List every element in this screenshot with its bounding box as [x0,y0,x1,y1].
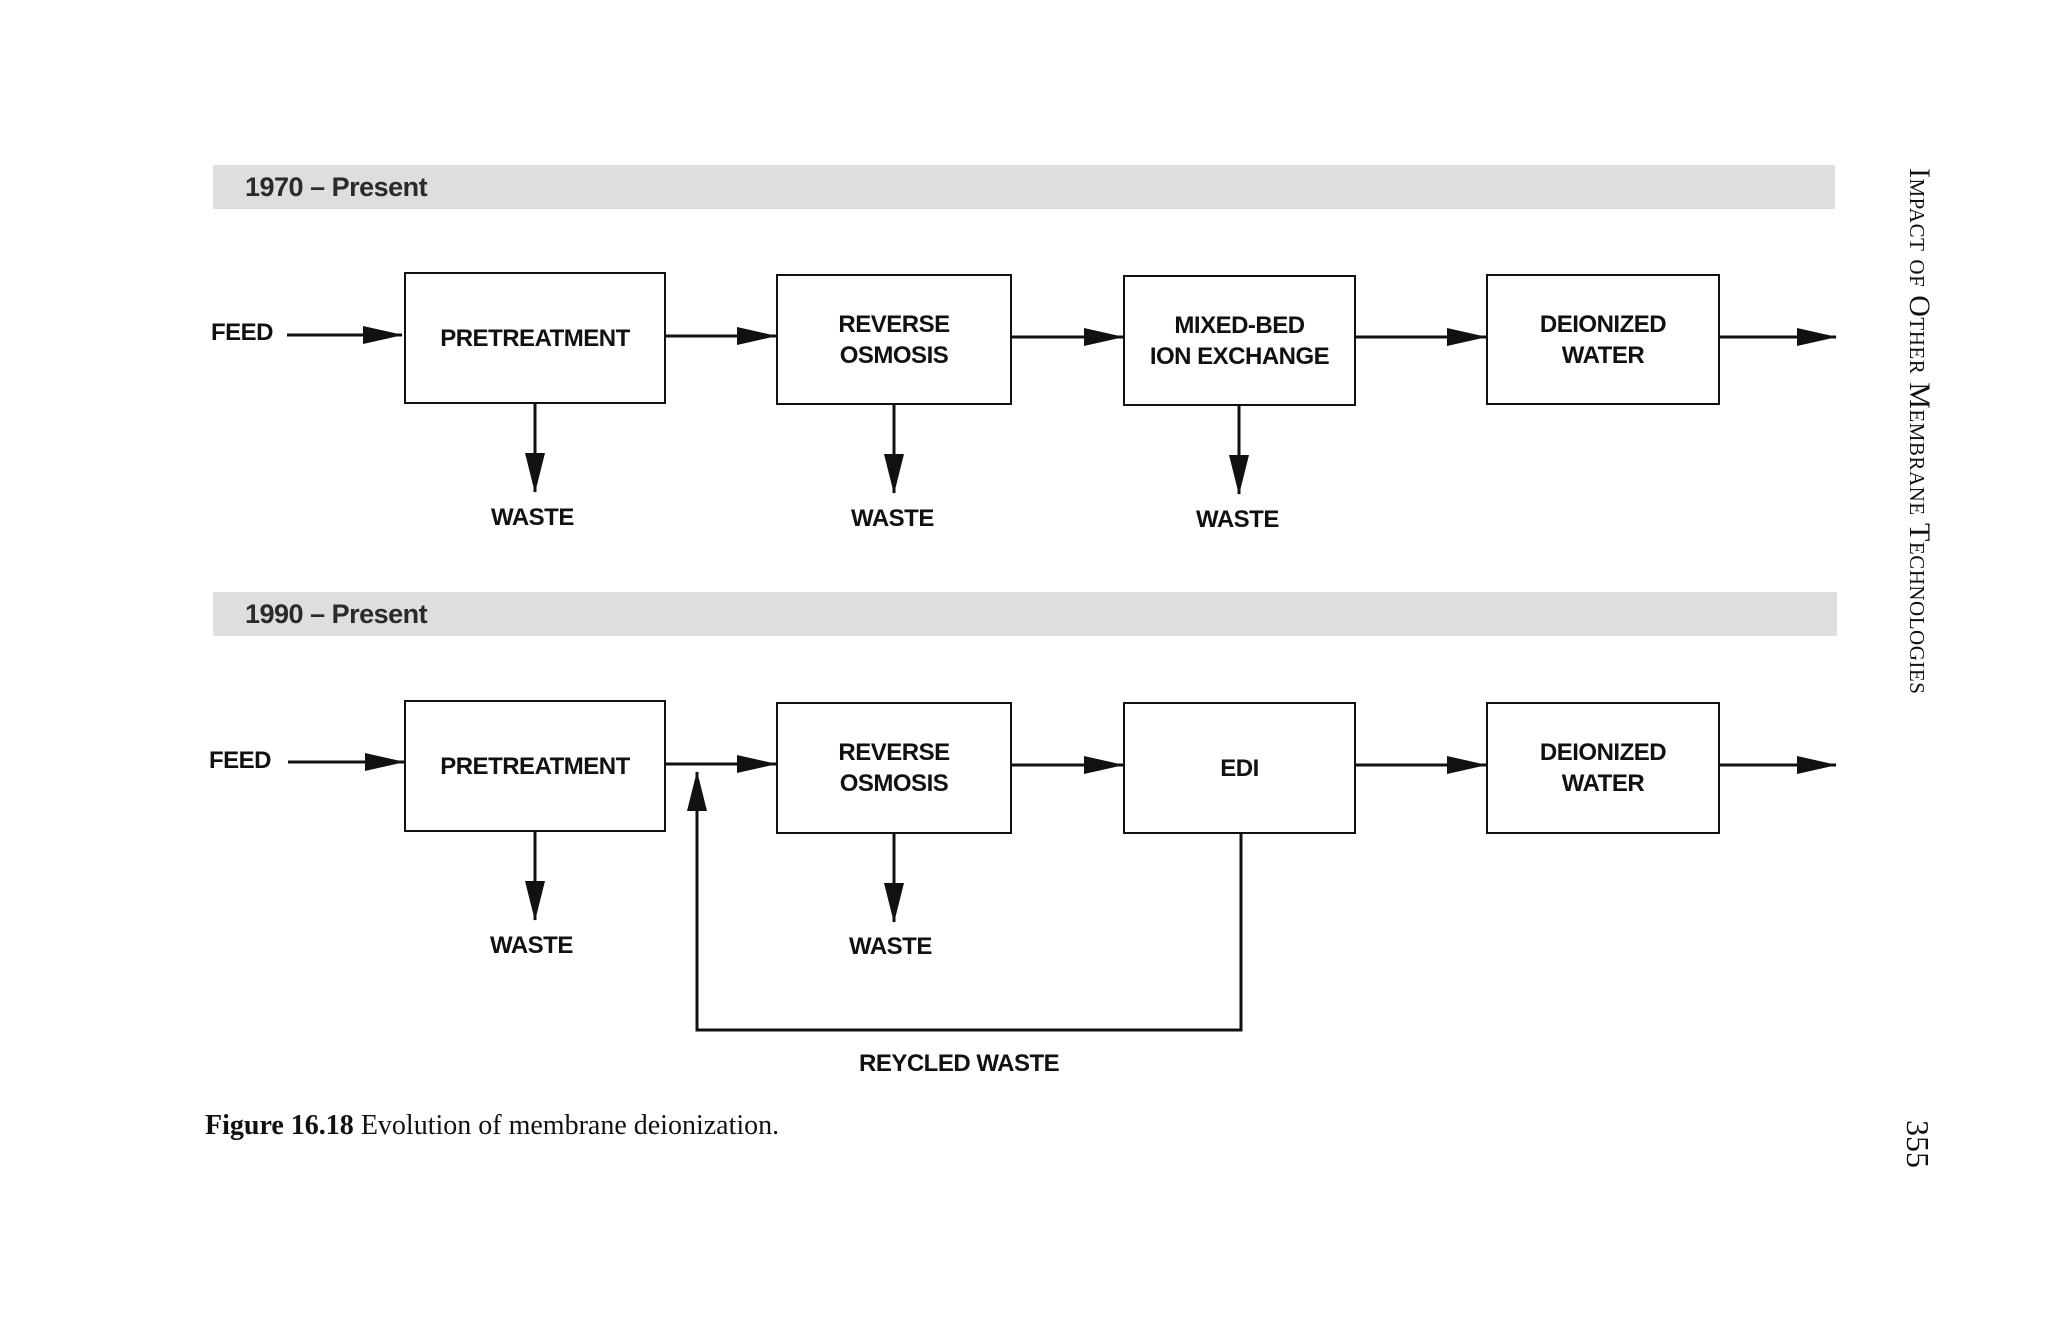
figure-caption: Figure 16.18 Evolution of membrane deion… [205,1110,779,1142]
step-edi: EDI [1123,702,1356,834]
running-head: Impact of Other Membrane Technologies [1898,168,1936,848]
step-deionized-water: DEIONIZED WATER [1486,274,1720,405]
step-label: REVERSE OSMOSIS [838,310,950,369]
step-mixed-bed-ion-exchange: MIXED-BED ION EXCHANGE [1123,275,1356,406]
step-label: PRETREATMENT [440,752,630,780]
page-number: 355 [1898,1120,1938,1180]
era-band-1970: 1970 – Present [213,165,1835,209]
step-label: PRETREATMENT [440,324,630,352]
waste-label: WASTE [490,932,573,959]
step-label: DEIONIZED WATER [1539,739,1667,797]
feed-label: FEED [211,319,274,346]
running-head-text: Impact of Other Membrane Technologies [1903,168,1936,695]
step-label: MIXED-BED ION EXCHANGE [1149,311,1330,370]
step-deionized-water: DEIONIZED WATER [1486,702,1720,834]
recycle-label: REYCLED WASTE [859,1050,1060,1077]
step-reverse-osmosis: REVERSE OSMOSIS [776,702,1012,834]
era-band-1990: 1990 – Present [213,592,1837,636]
step-label: REVERSE OSMOSIS [838,739,950,797]
step-pretreatment: PRETREATMENT [404,272,666,404]
figure-number: Figure 16.18 [205,1110,354,1141]
recycle-loop [687,771,1243,1032]
step-label: EDI [1220,754,1259,782]
era-label: 1990 – Present [245,599,428,629]
waste-label: WASTE [491,504,574,531]
waste-label: WASTE [849,933,932,960]
page-number-text: 355 [1900,1120,1936,1168]
caption-text: Evolution of membrane deionization. [360,1110,780,1141]
step-reverse-osmosis: REVERSE OSMOSIS [776,274,1012,405]
step-pretreatment: PRETREATMENT [404,700,666,832]
waste-label: WASTE [1196,506,1279,533]
step-label: DEIONIZED WATER [1539,310,1667,369]
era-label: 1970 – Present [245,172,428,202]
waste-label: WASTE [851,505,934,532]
feed-label: FEED [209,747,272,774]
